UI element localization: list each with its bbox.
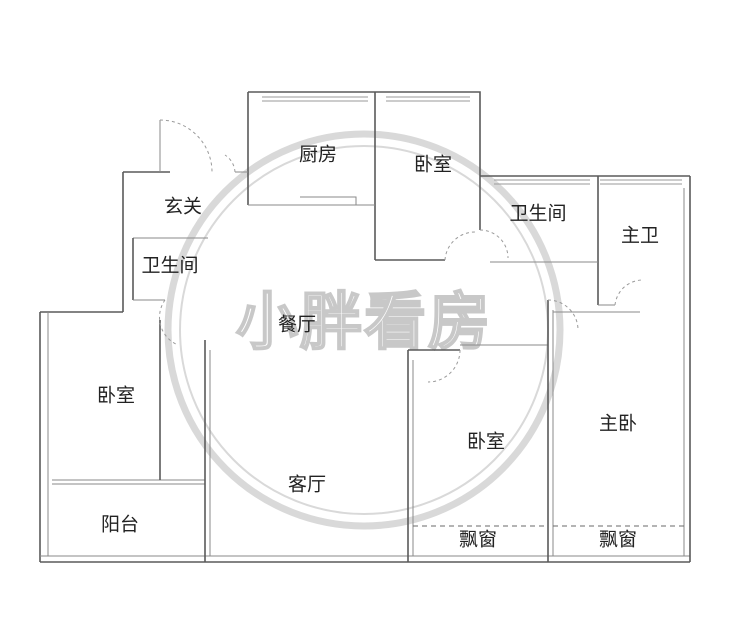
room-label-living: 客厅: [288, 474, 326, 496]
room-label-bathroom-upper: 卫生间: [509, 203, 566, 225]
room-label-bedroom-north: 卧室: [414, 154, 452, 176]
room-label-bedroom-west: 卧室: [97, 385, 135, 407]
walls: [39, 91, 691, 563]
room-label-dining: 餐厅: [278, 314, 316, 336]
room-label-bay-window-1: 飘窗: [459, 529, 497, 551]
watermark: 小胖看房: [164, 130, 564, 530]
room-label-master-bedroom: 主卧: [599, 413, 637, 435]
watermark-text: 小胖看房: [236, 285, 492, 358]
room-label-bedroom-south: 卧室: [467, 431, 505, 453]
room-label-kitchen: 厨房: [299, 144, 337, 166]
room-label-bathroom-left: 卫生间: [141, 255, 198, 277]
room-label-master-bath: 主卫: [621, 225, 659, 247]
room-labels: 厨房 卧室 玄关 卫生间 主卫 卫生间 餐厅 卧室 主卧 卧室 客厅 阳台 飘窗…: [97, 144, 659, 551]
room-label-balcony: 阳台: [101, 514, 139, 536]
room-label-entrance: 玄关: [164, 196, 202, 218]
room-label-bay-window-2: 飘窗: [599, 529, 637, 551]
door-swings: [159, 119, 644, 383]
